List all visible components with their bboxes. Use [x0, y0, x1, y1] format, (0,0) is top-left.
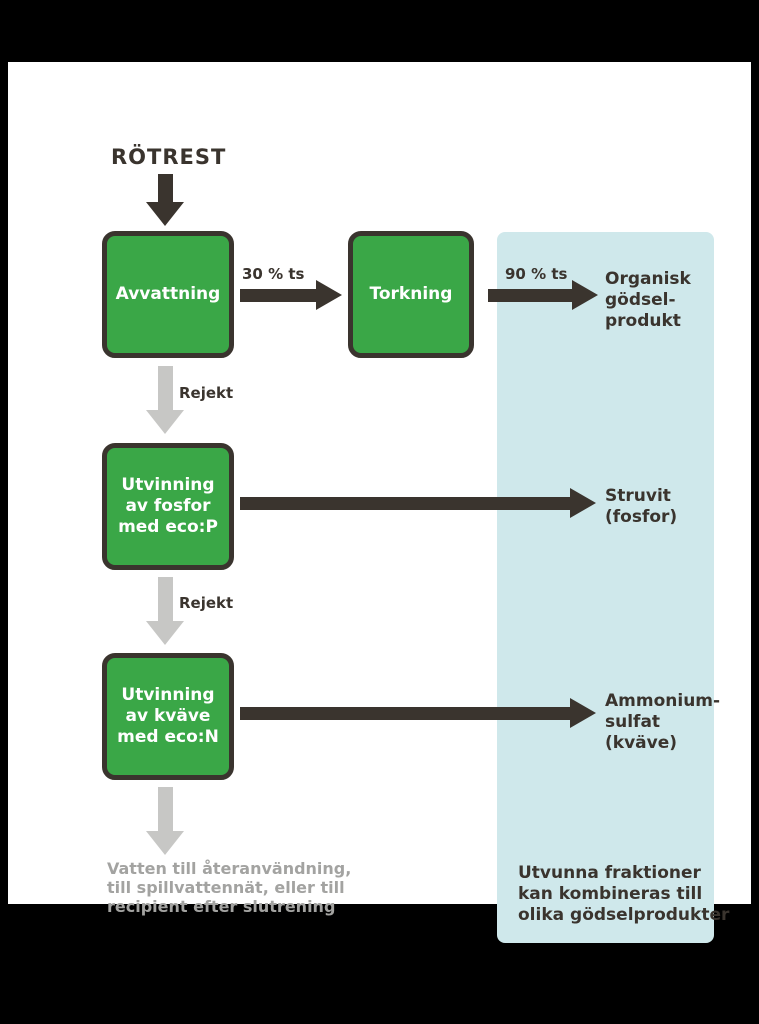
output-line: gödsel- [605, 290, 676, 310]
arrow-head [146, 621, 184, 645]
arrow-shaft [157, 366, 173, 410]
note-line: olika gödselprodukter [518, 905, 730, 925]
label-30-percent-ts: 30 % ts [242, 265, 305, 283]
arrow-head [570, 698, 596, 728]
output-struvit: Struvit (fosfor) [605, 486, 677, 528]
arrow-torkning-to-organisk-icon [488, 280, 598, 310]
note-panel-fractions: Utvunna fraktioner kan kombineras till o… [518, 863, 729, 926]
diagram-sheet: RÖTREST Avvattning Torkning Utvinning av… [8, 62, 751, 943]
box-label-line: av kväve [125, 706, 211, 726]
output-organisk-godselprodukt: Organisk gödsel- produkt [605, 269, 691, 332]
output-line: Organisk [605, 269, 691, 289]
results-panel [497, 232, 714, 943]
note-line: kan kombineras till [518, 884, 703, 904]
process-box-utvinning-fosfor: Utvinning av fosfor med eco:P [102, 443, 234, 570]
arrow-rejekt-2-icon [146, 577, 184, 645]
note-line: till spillvattennät, eller till [107, 878, 345, 897]
note-line: Vatten till återanvändning, [107, 859, 352, 878]
arrow-kvave-to-ammonium-icon [240, 698, 596, 728]
note-water-recycling: Vatten till återanvändning, till spillva… [107, 859, 351, 916]
output-line: produkt [605, 311, 681, 331]
box-label: Avvattning [115, 284, 221, 304]
arrow-head [316, 280, 342, 310]
diagram-title: RÖTREST [111, 145, 227, 169]
arrow-head [146, 831, 184, 855]
label-rejekt-1: Rejekt [179, 384, 234, 402]
arrow-fosfor-to-struvit-icon [240, 488, 596, 518]
arrow-water-out-icon [146, 787, 184, 855]
arrow-head [146, 410, 184, 434]
box-label-line: med eco:N [117, 727, 219, 747]
arrow-avvattning-to-torkning-icon [240, 280, 342, 310]
box-label-line: med eco:P [118, 517, 218, 537]
box-label: Torkning [369, 284, 453, 304]
output-line: (kväve) [605, 733, 678, 753]
box-label-line: Utvinning [121, 475, 215, 495]
output-line: Struvit [605, 486, 671, 506]
arrow-rejekt-1-icon [146, 366, 184, 434]
arrow-shaft [488, 288, 572, 302]
arrow-shaft [240, 496, 570, 510]
label-90-percent-ts: 90 % ts [505, 265, 568, 283]
output-line: sulfat [605, 712, 661, 732]
box-label-line: av fosfor [125, 496, 211, 516]
process-box-avvattning: Avvattning [102, 231, 234, 358]
box-label-line: Utvinning [121, 685, 215, 705]
arrow-shaft [157, 174, 173, 202]
arrow-rotrest-to-avvattning-icon [146, 174, 184, 226]
arrow-shaft [157, 577, 173, 621]
output-ammoniumsulfat: Ammonium- sulfat (kväve) [605, 691, 720, 754]
process-box-torkning: Torkning [348, 231, 474, 358]
arrow-head [146, 202, 184, 226]
arrow-shaft [240, 706, 570, 720]
label-rejekt-2: Rejekt [179, 594, 234, 612]
output-line: Ammonium- [605, 691, 721, 711]
output-line: (fosfor) [605, 507, 678, 527]
note-line: recipient efter slutrening [107, 897, 336, 916]
arrow-shaft [240, 288, 316, 302]
arrow-head [572, 280, 598, 310]
arrow-shaft [157, 787, 173, 831]
process-box-utvinning-kvave: Utvinning av kväve med eco:N [102, 653, 234, 780]
note-line: Utvunna fraktioner [518, 863, 701, 883]
arrow-head [570, 488, 596, 518]
